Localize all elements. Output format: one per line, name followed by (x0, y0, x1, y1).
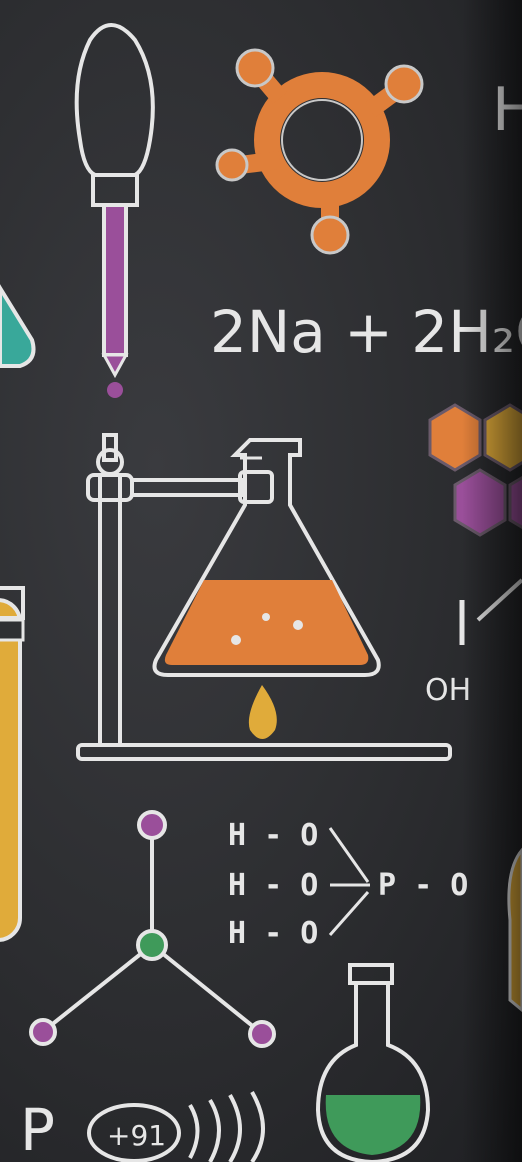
test-tube-partial (0, 586, 25, 942)
formula-line-3: H - O (228, 916, 318, 951)
burner-flame-icon (248, 685, 277, 739)
hexagon-molecule-icon (428, 403, 522, 537)
formula-line-1: H - O (228, 818, 318, 853)
partial-letter: H (492, 75, 522, 145)
ring-stand-icon (76, 433, 452, 761)
molecule-ring-icon (215, 48, 424, 255)
formula-line-2: H - O (228, 868, 318, 903)
ball-stick-molecule-icon (29, 810, 276, 1048)
phone-badge-icon: +91 (87, 1090, 265, 1162)
right-flask-partial (507, 847, 522, 1012)
round-flask-icon (315, 963, 431, 1162)
conical-flask-icon (152, 438, 381, 677)
element-symbol: P (20, 1096, 55, 1162)
pipette-icon (74, 23, 155, 398)
hydroxyl-label: OH (425, 673, 471, 708)
left-teal-flask-partial (0, 284, 36, 368)
phone-badge-text: +91 (107, 1119, 166, 1152)
formula-bonds (328, 827, 370, 936)
formula-right: P - O (378, 868, 468, 903)
